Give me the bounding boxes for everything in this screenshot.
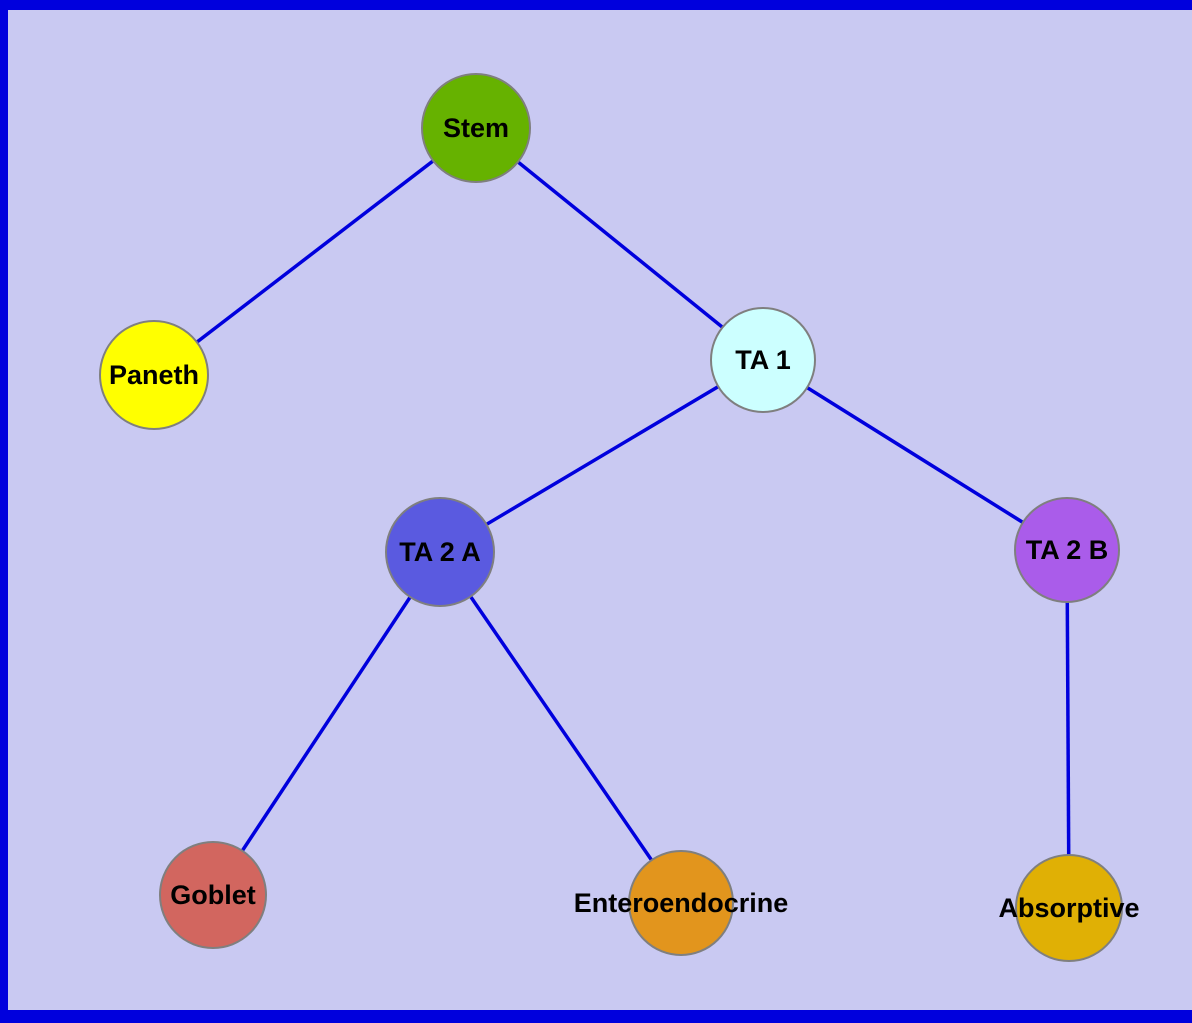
node-stem[interactable] — [421, 73, 531, 183]
node-ta2a[interactable] — [385, 497, 495, 607]
edge-ta2b-absorptive — [1065, 549, 1071, 909]
edge-ta1-ta2b — [762, 358, 1068, 552]
node-ta1[interactable] — [710, 307, 816, 413]
edge-stem-ta1 — [474, 126, 765, 362]
node-absorptive[interactable] — [1015, 854, 1123, 962]
node-goblet[interactable] — [159, 841, 267, 949]
edge-layer — [152, 126, 1071, 909]
edge-ta2a-enteroendocrine — [438, 551, 683, 904]
edge-stem-paneth — [152, 126, 478, 377]
node-ta2b[interactable] — [1014, 497, 1120, 603]
node-paneth[interactable] — [99, 320, 209, 430]
edge-ta2a-goblet — [211, 551, 442, 896]
node-enteroendocrine[interactable] — [628, 850, 734, 956]
edge-ta1-ta2a — [439, 358, 764, 554]
